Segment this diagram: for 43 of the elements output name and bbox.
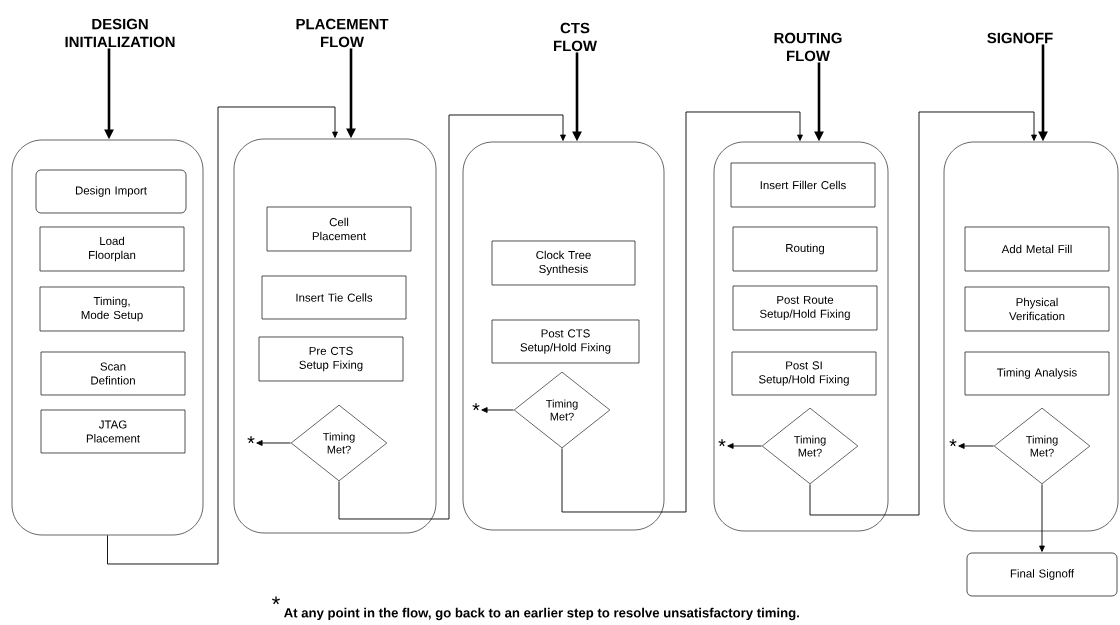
process-box: Physical Verification bbox=[964, 286, 1110, 332]
stage-panel bbox=[713, 141, 889, 532]
process-box: Post SI Setup/Hold Fixing bbox=[731, 351, 877, 396]
terminal-box: Design Import bbox=[35, 169, 187, 214]
process-box: Timing Analysis bbox=[964, 351, 1110, 396]
stage-panel bbox=[943, 141, 1119, 532]
process-box: Routing bbox=[732, 226, 878, 272]
arrow bbox=[809, 111, 1037, 516]
asterisk-marker: * bbox=[949, 439, 957, 447]
process-box: Pre CTS Setup Fixing bbox=[258, 336, 404, 382]
arrow bbox=[958, 443, 995, 449]
process-box: Post CTS Setup/Hold Fixing bbox=[491, 319, 640, 364]
process-box: Insert Tie Cells bbox=[261, 275, 407, 320]
process-box: Clock Tree Synthesis bbox=[491, 240, 636, 286]
process-box: Load Floorplan bbox=[39, 226, 185, 272]
asterisk-marker: * bbox=[247, 436, 255, 444]
terminal-box: Final Signoff bbox=[966, 552, 1118, 597]
footnote-asterisk: * bbox=[272, 596, 280, 605]
arrow bbox=[338, 114, 566, 520]
arrow bbox=[481, 407, 515, 413]
process-box: Insert Filler Cells bbox=[730, 162, 876, 208]
stage-heading: SIGNOFF bbox=[987, 32, 1053, 44]
stage-heading: ROUTING FLOW bbox=[774, 32, 842, 62]
arrow bbox=[561, 111, 803, 513]
stage-panel bbox=[233, 138, 437, 534]
process-box: Post Route Setup/Hold Fixing bbox=[732, 285, 878, 331]
arrow bbox=[107, 106, 338, 565]
stage-heading: DESIGN INITIALIZATION bbox=[65, 18, 175, 48]
stage-heading: CTS FLOW bbox=[554, 22, 597, 52]
stage-panel bbox=[11, 139, 204, 536]
arrow bbox=[256, 440, 292, 446]
process-box: Scan Defintion bbox=[40, 351, 186, 396]
process-box: JTAG Placement bbox=[40, 409, 186, 454]
arrow bbox=[727, 443, 763, 449]
asterisk-marker: * bbox=[718, 439, 726, 447]
asterisk-marker: * bbox=[472, 403, 480, 411]
arrow bbox=[1039, 483, 1045, 552]
process-box: Cell Placement bbox=[266, 206, 412, 252]
process-box: Add Metal Fill bbox=[964, 226, 1110, 272]
stage-heading: PLACEMENT FLOW bbox=[296, 18, 389, 48]
process-box: Timing, Mode Setup bbox=[39, 286, 185, 332]
stage-panel bbox=[462, 141, 665, 531]
footnote: At any point in the flow, go back to an earlier step to resolve unsatisfactory timing. bbox=[284, 607, 799, 621]
